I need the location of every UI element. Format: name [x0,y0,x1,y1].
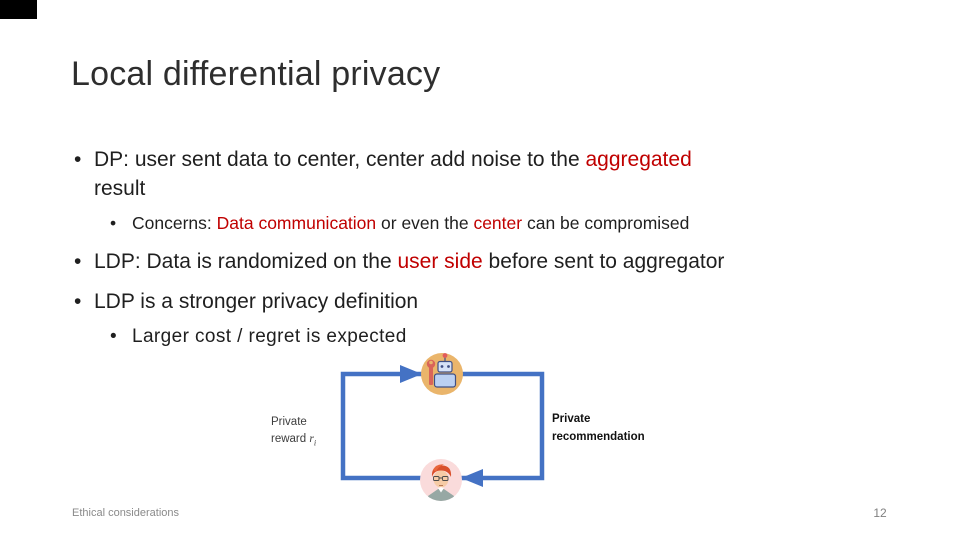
loop-diagram [340,353,545,501]
bullet-concerns: Concerns: Data communication or even the… [109,211,891,235]
arrow-left-icon [461,469,483,487]
page-title: Local differential privacy [71,55,441,93]
robot-icon [421,353,463,395]
bullet-ldp-stronger: LDP is a stronger privacy definition [71,288,891,317]
footer-section-title: Ethical considerations [72,507,180,519]
bullet-text: LDP is a stronger privacy definition [94,290,419,314]
user-icon [420,459,462,501]
bullet-text: LDP: Data is randomized on the user side… [94,250,725,274]
bullet-ldp: LDP: Data is randomized on the user side… [71,248,891,277]
bullet-dp: DP: user sent data to center, center add… [71,146,891,204]
arrow-right-icon [400,365,422,383]
corner-block [0,0,37,19]
bullet-text: Concerns: Data communication or even the… [132,212,690,233]
bullet-list: DP: user sent data to center, center add… [71,146,891,350]
page-number: 12 [873,506,887,520]
bullet-text: Larger cost / regret is expected [132,326,407,348]
bullet-text: DP: user sent data to center, center add… [94,148,692,200]
bullet-larger-cost: Larger cost / regret is expected [109,324,891,350]
